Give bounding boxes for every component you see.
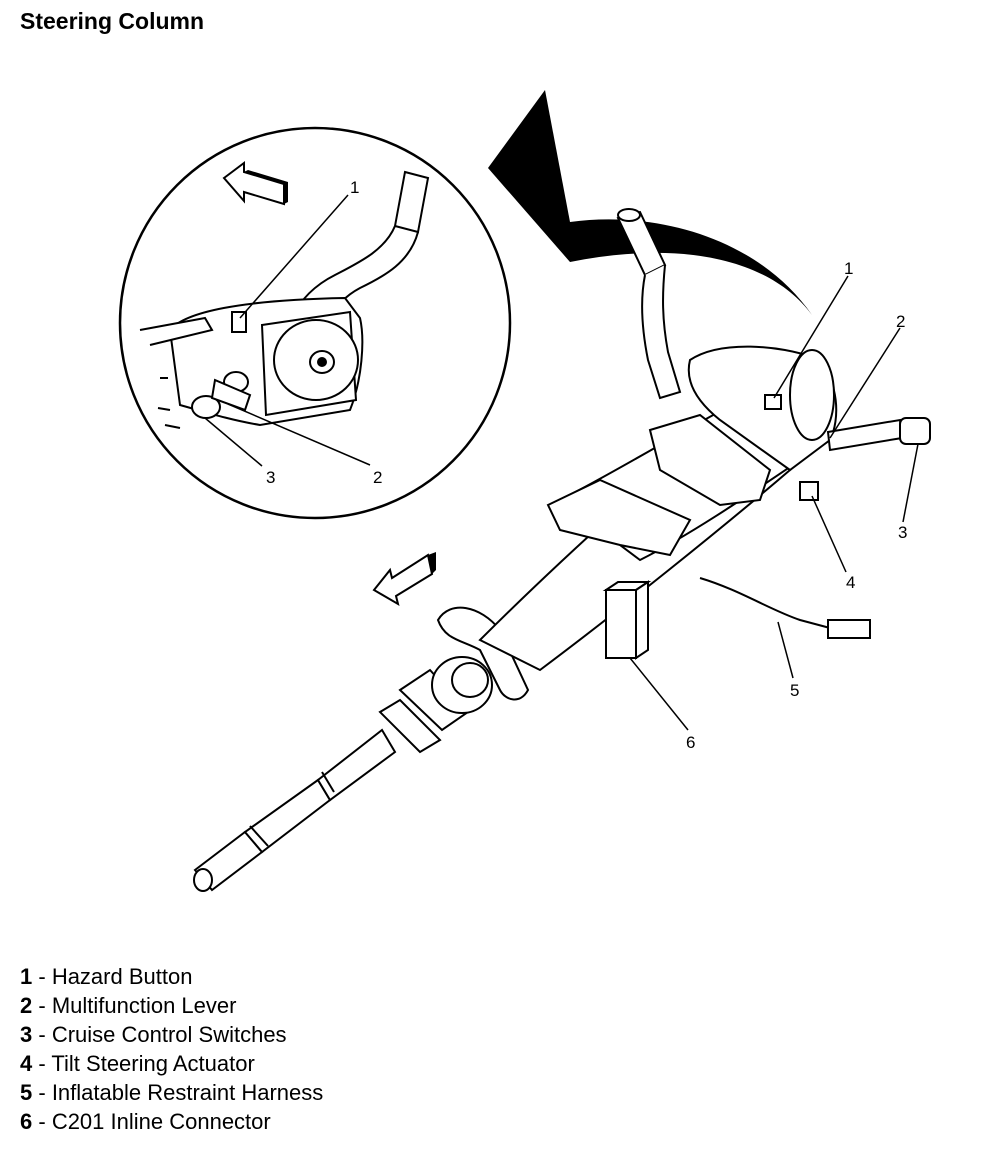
- legend-item: 1 - Hazard Button: [20, 962, 323, 991]
- legend-item: 3 - Cruise Control Switches: [20, 1020, 323, 1049]
- detail-inset: 1 2 3: [118, 126, 512, 520]
- legend-number: 5: [20, 1080, 33, 1105]
- legend-separator: -: [32, 1051, 52, 1076]
- restraint-harness: [699, 577, 871, 639]
- inset-callout-2: 2: [373, 468, 382, 487]
- legend-number: 1: [20, 964, 33, 989]
- legend-label: Multifunction Lever: [51, 993, 237, 1018]
- legend-number: 4: [20, 1051, 33, 1076]
- callout-1: 1: [844, 259, 853, 278]
- callout-6: 6: [686, 733, 695, 752]
- tilt-actuator: [799, 481, 819, 501]
- intermediate-shaft: [193, 728, 397, 892]
- legend-number: 2: [20, 993, 33, 1018]
- legend-separator: -: [32, 993, 52, 1018]
- legend-number: 3: [20, 1022, 33, 1047]
- legend-number: 6: [20, 1109, 33, 1134]
- legend-item: 4 - Tilt Steering Actuator: [20, 1049, 323, 1078]
- inset-housing: [139, 296, 364, 429]
- legend-separator: -: [32, 1080, 52, 1105]
- callout-2: 2: [896, 312, 905, 331]
- inset-direction-arrow: [222, 161, 288, 206]
- callout-3: 3: [898, 523, 907, 542]
- universal-joint: [378, 656, 493, 754]
- steering-column-assembly: [193, 208, 931, 892]
- multifunction-lever: [826, 417, 931, 452]
- upper-housing: [687, 345, 838, 472]
- legend-label: Inflatable Restraint Harness: [51, 1080, 324, 1105]
- callout-5: 5: [790, 681, 799, 700]
- legend-label: C201 Inline Connector: [51, 1109, 271, 1134]
- page-title: Steering Column: [20, 8, 205, 34]
- inset-callout-1: 1: [350, 178, 359, 197]
- legend-label: Tilt Steering Actuator: [51, 1051, 255, 1076]
- legend-separator: -: [32, 1109, 52, 1134]
- shift-lever: [616, 208, 682, 400]
- direction-arrow: [372, 552, 436, 607]
- inline-connector: [602, 580, 652, 660]
- legend-separator: -: [32, 964, 52, 989]
- legend-label: Cruise Control Switches: [51, 1022, 287, 1047]
- legend-item: 6 - C201 Inline Connector: [20, 1107, 323, 1136]
- callout-4: 4: [846, 573, 855, 592]
- hazard-button: [764, 394, 782, 410]
- legend-separator: -: [32, 1022, 52, 1047]
- legend: 1 - Hazard Button 2 - Multifunction Leve…: [20, 962, 323, 1136]
- inset-leader-lines: [204, 194, 371, 467]
- legend-item: 2 - Multifunction Lever: [20, 991, 323, 1020]
- main-leader-lines: [629, 275, 919, 731]
- legend-item: 5 - Inflatable Restraint Harness: [20, 1078, 323, 1107]
- legend-label: Hazard Button: [51, 964, 193, 989]
- inset-callout-3: 3: [266, 468, 275, 487]
